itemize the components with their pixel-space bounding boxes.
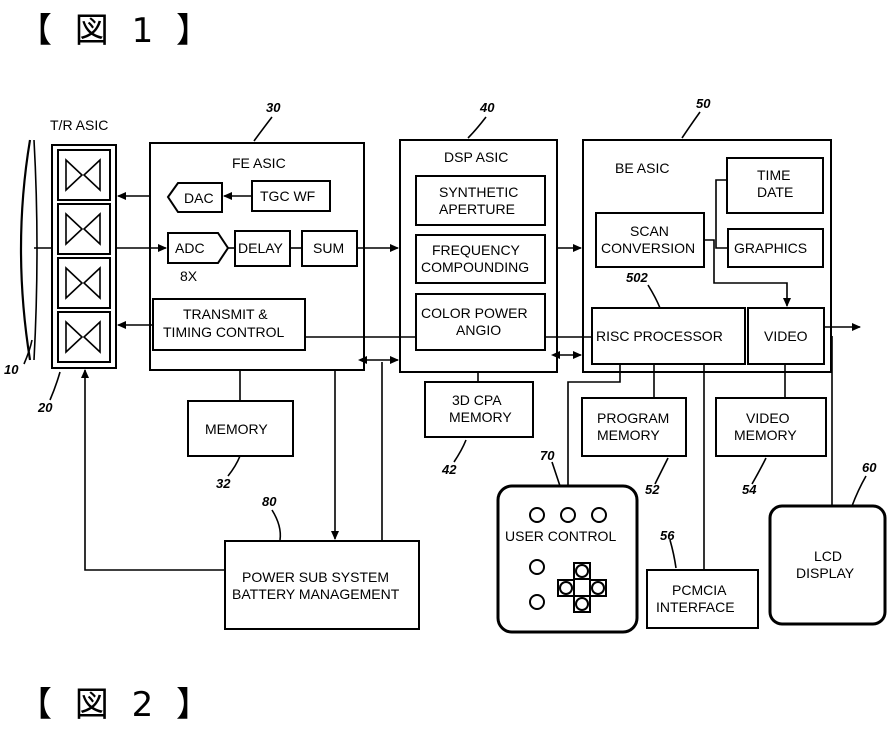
user-control-label: USER CONTROL xyxy=(505,528,616,544)
3d-cpa-label-line2: MEMORY xyxy=(449,409,512,425)
pcmcia-label-line1: PCMCIA xyxy=(672,582,727,598)
tr-asic-block xyxy=(52,145,116,368)
fe-asic-label: FE ASIC xyxy=(232,155,286,171)
synthetic-label-line2: APERTURE xyxy=(439,201,515,217)
time-label: TIME xyxy=(757,167,790,183)
frequency-label-line2: COMPOUNDING xyxy=(421,259,529,275)
ref-502: 502 xyxy=(626,270,648,285)
pcmcia-label-line2: INTERFACE xyxy=(656,599,735,615)
tr-asic-label: T/R ASIC xyxy=(50,117,108,133)
adc-rate-label: 8X xyxy=(180,268,198,284)
synthetic-label-line1: SYNTHETIC xyxy=(439,184,518,200)
ref-20: 20 xyxy=(37,400,53,415)
lcd-label-line2: DISPLAY xyxy=(796,565,855,581)
ref-42: 42 xyxy=(441,462,457,477)
dsp-asic-label: DSP ASIC xyxy=(444,149,508,165)
cpa-label-line2: ANGIO xyxy=(456,322,501,338)
power-label-line1: POWER SUB SYSTEM xyxy=(242,569,389,585)
transmit-label-line1: TRANSMIT & xyxy=(183,306,268,322)
adc-label: ADC xyxy=(175,240,205,256)
sum-label: SUM xyxy=(313,240,344,256)
program-label-line1: PROGRAM xyxy=(597,410,669,426)
ref-54: 54 xyxy=(742,482,757,497)
ref-50: 50 xyxy=(696,96,711,111)
delay-label: DELAY xyxy=(238,240,284,256)
date-label: DATE xyxy=(757,184,793,200)
memory-label: MEMORY xyxy=(205,421,268,437)
tgc-wf-label: TGC WF xyxy=(260,188,315,204)
video-memory-label-line1: VIDEO xyxy=(746,410,790,426)
lcd-label-line1: LCD xyxy=(814,548,842,564)
dac-label: DAC xyxy=(184,190,214,206)
transducer-lens xyxy=(21,140,52,360)
video-memory-label-line2: MEMORY xyxy=(734,427,797,443)
ref-30: 30 xyxy=(266,100,281,115)
cpa-label-line1: COLOR POWER xyxy=(421,305,528,321)
ref-40: 40 xyxy=(479,100,495,115)
ref-60: 60 xyxy=(862,460,877,475)
ref-70: 70 xyxy=(540,448,555,463)
frequency-label-line1: FREQUENCY xyxy=(432,242,521,258)
scan-label-line2: CONVERSION xyxy=(601,240,695,256)
power-label-line2: BATTERY MANAGEMENT xyxy=(232,586,400,602)
scan-label-line1: SCAN xyxy=(630,223,669,239)
program-label-line2: MEMORY xyxy=(597,427,660,443)
ref-32: 32 xyxy=(216,476,231,491)
3d-cpa-label-line1: 3D CPA xyxy=(452,392,502,408)
risc-label: RISC PROCESSOR xyxy=(596,328,723,344)
power-subsystem-block xyxy=(225,541,419,629)
transmit-label-line2: TIMING CONTROL xyxy=(163,324,285,340)
be-asic-label: BE ASIC xyxy=(615,160,669,176)
ref-80: 80 xyxy=(262,494,277,509)
ref-56: 56 xyxy=(660,528,675,543)
graphics-label: GRAPHICS xyxy=(734,240,807,256)
video-label: VIDEO xyxy=(764,328,808,344)
ref-10: 10 xyxy=(4,362,19,377)
ref-52: 52 xyxy=(645,482,660,497)
